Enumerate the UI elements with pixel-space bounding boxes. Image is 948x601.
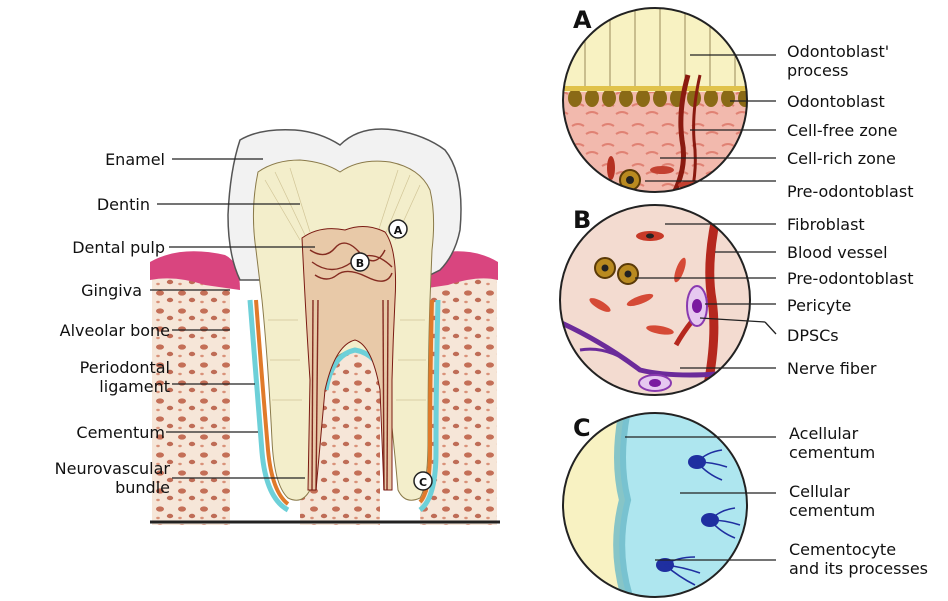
label-periodontal-ligament: Periodontal ligament [10, 358, 170, 396]
label-gingiva: Gingiva [20, 281, 142, 300]
label-cellular-line2: cementum [789, 501, 875, 520]
label-cementum: Cementum [10, 423, 165, 442]
label-cellular-line1: Cellular [789, 482, 875, 501]
label-dental-pulp: Dental pulp [45, 238, 165, 257]
label-odontoblast: Odontoblast [787, 92, 885, 111]
marker-b-label: B [356, 257, 364, 270]
label-cell-free-zone: Cell-free zone [787, 121, 897, 140]
label-periodontal-line1: Periodontal [10, 358, 170, 377]
panel-b-letter: B [573, 206, 591, 234]
marker-b: B [351, 253, 369, 271]
label-cementocyte-line2: and its processes [789, 559, 928, 578]
panel-a-circle [560, 5, 776, 207]
label-nerve-fiber: Nerve fiber [787, 359, 876, 378]
label-pericyte: Pericyte [787, 296, 851, 315]
label-alveolar-bone: Alveolar bone [10, 321, 170, 340]
label-odontoblast-process: Odontoblast' process [787, 42, 889, 80]
label-dpscs: DPSCs [787, 326, 839, 345]
panel-c-circle [560, 410, 776, 601]
label-cementocyte: Cementocyte and its processes [789, 540, 928, 578]
label-pre-odontoblast-a: Pre-odontoblast [787, 182, 913, 201]
label-neurovascular-line2: bundle [10, 478, 170, 497]
label-acellular-line1: Acellular [789, 424, 875, 443]
label-fibroblast: Fibroblast [787, 215, 865, 234]
marker-a-label: A [394, 224, 403, 237]
marker-c: C [414, 472, 432, 490]
label-cell-rich-zone: Cell-rich zone [787, 149, 896, 168]
label-enamel: Enamel [45, 150, 165, 169]
marker-c-label: C [419, 476, 427, 489]
label-acellular-cementum: Acellular cementum [789, 424, 875, 462]
label-acellular-line2: cementum [789, 443, 875, 462]
tooth-cross-section: A B C [150, 129, 500, 525]
panel-c-letter: C [573, 414, 591, 442]
label-cellular-cementum: Cellular cementum [789, 482, 875, 520]
label-neurovascular-bundle: Neurovascular bundle [10, 459, 170, 497]
label-blood-vessel: Blood vessel [787, 243, 888, 262]
label-neurovascular-line1: Neurovascular [10, 459, 170, 478]
label-dentin: Dentin [30, 195, 150, 214]
label-periodontal-line2: ligament [10, 377, 170, 396]
label-odontoblast-process-line1: Odontoblast' [787, 42, 889, 61]
label-cementocyte-line1: Cementocyte [789, 540, 928, 559]
panel-a-letter: A [573, 6, 592, 34]
label-odontoblast-process-line2: process [787, 61, 889, 80]
marker-a: A [389, 220, 407, 238]
label-pre-odontoblast-b: Pre-odontoblast [787, 269, 913, 288]
